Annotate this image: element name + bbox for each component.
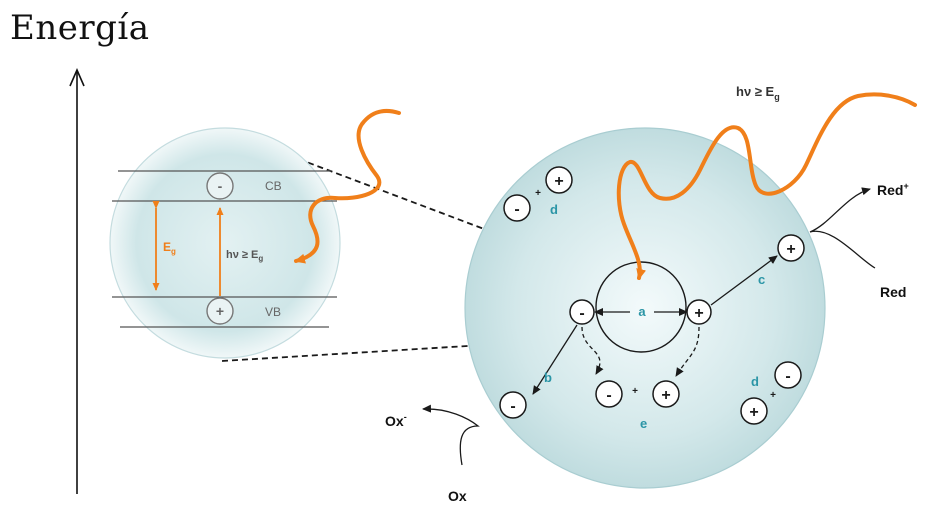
core-hole [686,299,712,325]
ox-minus-label: Ox- [385,412,407,429]
inset-electron [206,172,234,200]
label-e: e [640,416,647,431]
surface-hole [777,234,805,262]
pair-top-hole-symbol: + [554,173,563,190]
vb-label: VB [265,305,281,319]
label-c: c [758,272,765,287]
energy-axis [69,68,85,494]
label-d-top: d [550,202,558,217]
hole-migration-arrow [710,255,778,306]
red-plus-label: Red+ [877,181,909,198]
surface-electron-symbol: - [510,398,515,415]
pair-right-hole-symbol: + [749,404,758,421]
recombination-small-plus: + [632,386,638,397]
pair-right-hole [740,397,768,425]
label-a: a [638,304,646,319]
band-inset: Eg hν ≥ Eg - + CB VB [109,127,341,359]
pair-right-electron-symbol: - [785,368,790,385]
main-photon-label: hν ≥ Eg [736,84,780,102]
band-gap-label: Eg [163,240,176,256]
pair-right-electron [774,361,802,389]
core-electron-symbol: - [579,305,584,322]
core-electron [569,299,595,325]
surface-electron [499,391,527,419]
pair-top-hole [545,166,573,194]
semiconductor-particle [464,127,826,489]
electron-migration-arrow [532,324,578,395]
red-to-redplus-curve [809,187,876,269]
recombination-electron-symbol: - [606,387,611,404]
ox-to-oxminus-curve [422,404,480,466]
cb-label: CB [265,179,282,193]
label-b: b [544,370,552,385]
recombination-hole [652,380,680,408]
particle-core [595,261,687,353]
core-hole-symbol: + [694,305,703,322]
pair-top-small-plus: + [535,188,541,199]
pair-top-electron [503,194,531,222]
surface-hole-symbol: + [786,241,795,258]
inset-hole [206,297,234,325]
inset-electron-symbol: - [218,178,223,194]
inset-photon-label: hν ≥ Eg [226,249,263,263]
pair-top-electron-symbol: - [514,201,519,218]
pair-right-small-plus: + [770,390,776,401]
main-photon-wave [616,92,917,280]
inset-hole-symbol: + [216,303,224,319]
ox-label: Ox [448,488,467,504]
recombination-hole-symbol: + [661,387,670,404]
red-label: Red [880,284,906,300]
label-d-right: d [751,374,759,389]
energy-axis-title: Energía [10,8,150,48]
inset-photon-wave [294,108,401,264]
recombination-path-hole [675,326,700,377]
recombination-electron [595,380,623,408]
